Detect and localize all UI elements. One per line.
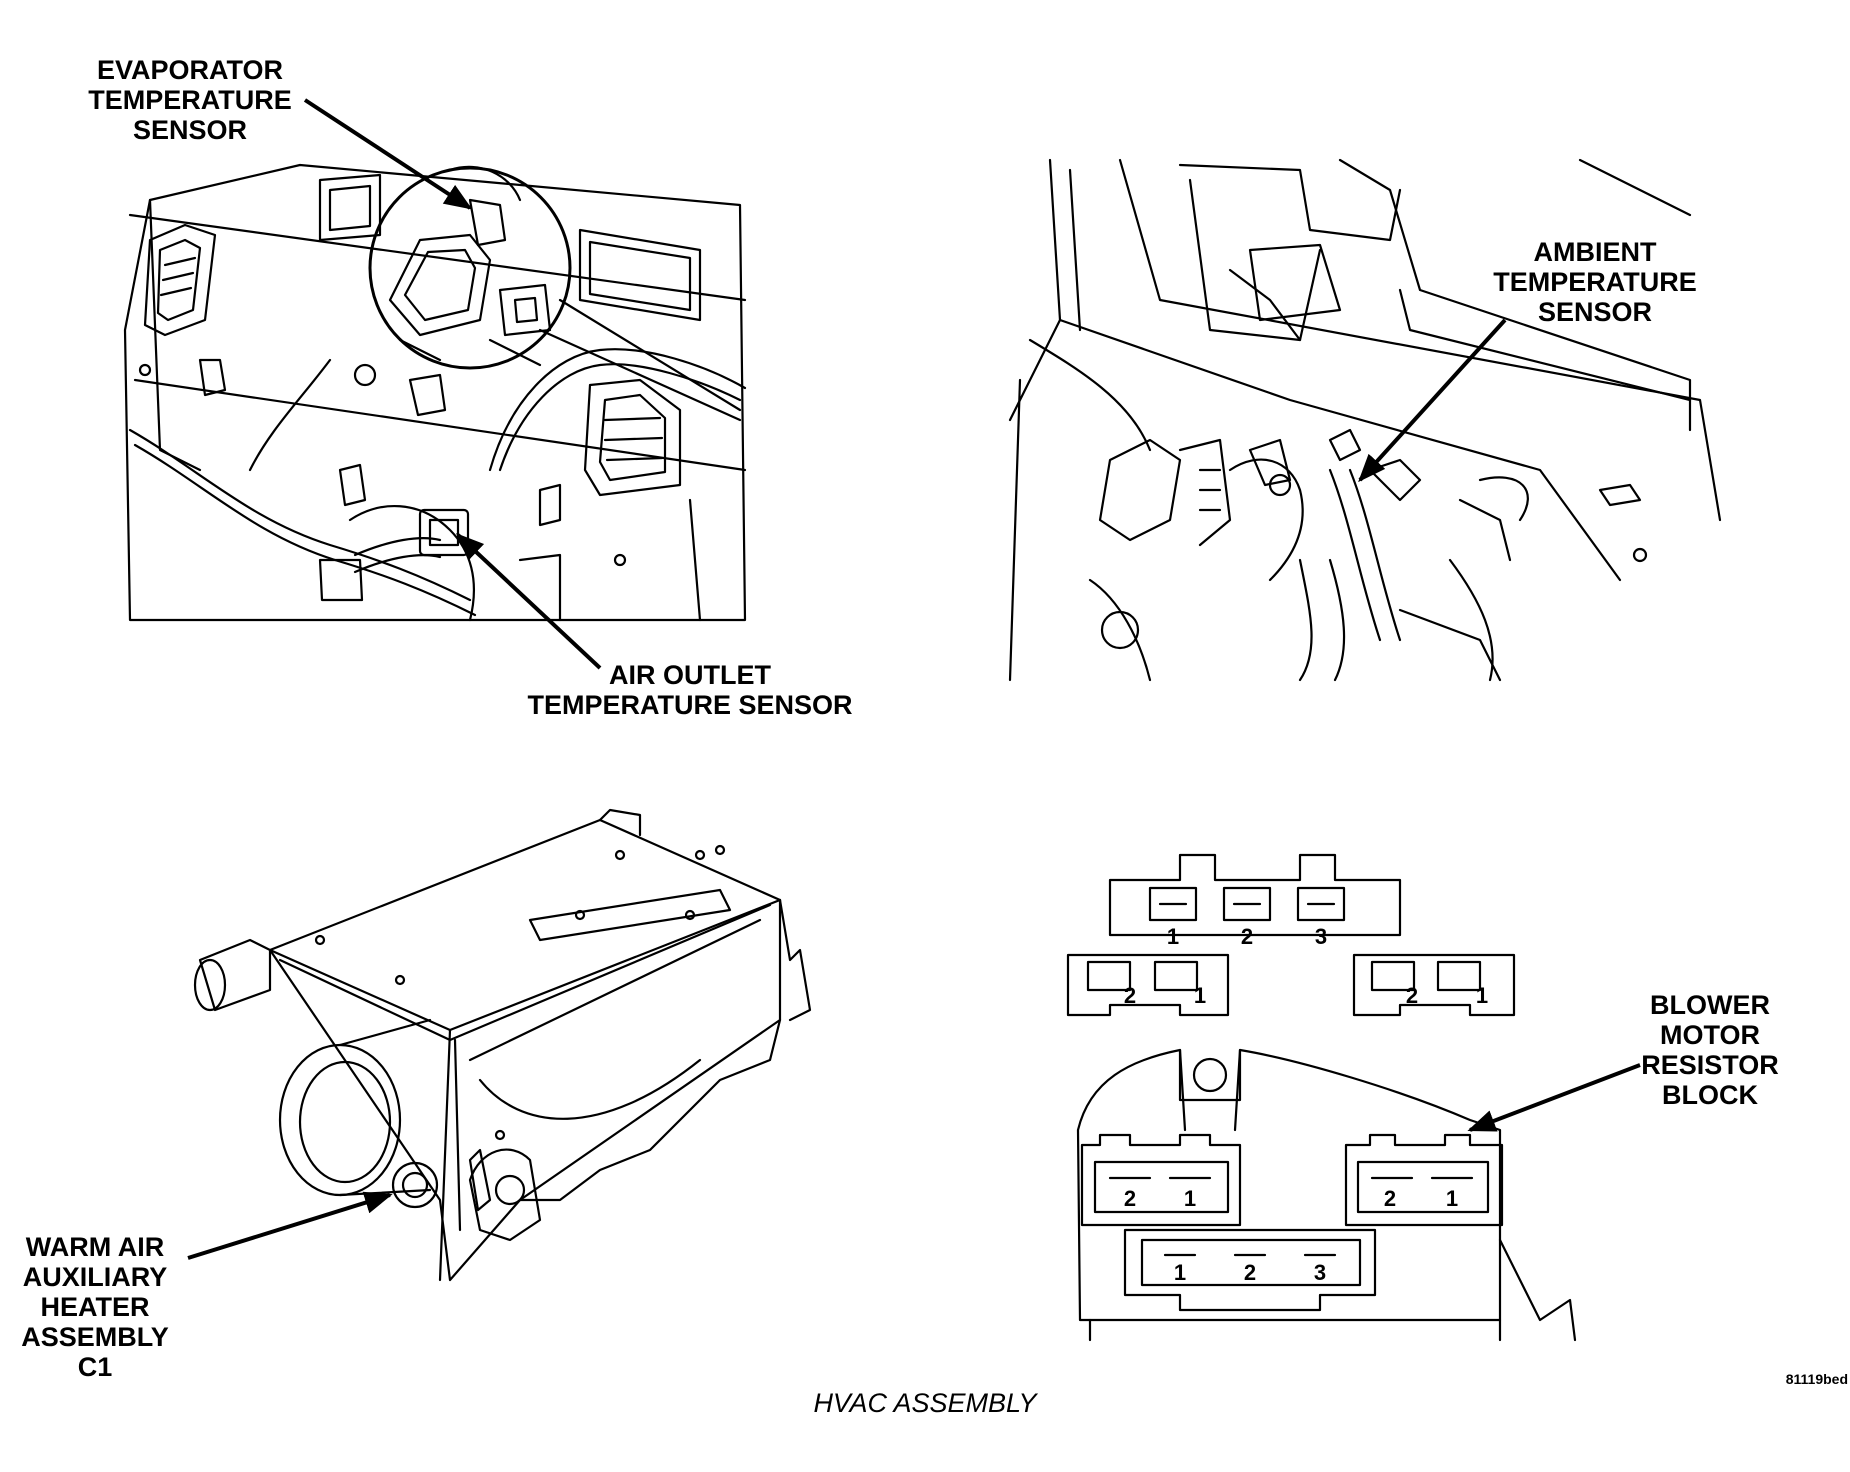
resistor-block-drawing xyxy=(1066,853,1577,1342)
dash-panel-drawing xyxy=(123,163,747,622)
pin-block-right-2: 2 xyxy=(1384,1186,1396,1211)
arrow-ambient xyxy=(1358,318,1507,483)
pin-small-left-2: 2 xyxy=(1124,983,1136,1008)
arrow-evaporator xyxy=(303,98,473,210)
label-blower-resistor-block: BLOWER MOTOR RESISTOR BLOCK xyxy=(1641,990,1779,1110)
pin-small-left-1: 1 xyxy=(1194,983,1206,1008)
pin-block-bottom-1: 1 xyxy=(1174,1260,1186,1285)
label-ambient-sensor: AMBIENT TEMPERATURE SENSOR xyxy=(1493,237,1697,327)
label-evaporator-sensor: EVAPORATOR TEMPERATURE SENSOR xyxy=(88,55,292,145)
pin-block-bottom-2: 2 xyxy=(1244,1260,1256,1285)
ambient-area-drawing xyxy=(1008,158,1722,682)
pin-small-right-1: 1 xyxy=(1476,983,1488,1008)
pin-block-left-2: 2 xyxy=(1124,1186,1136,1211)
arrow-heater xyxy=(187,1191,393,1260)
label-warm-air-heater: WARM AIR AUXILIARY HEATER ASSEMBLY C1 xyxy=(21,1232,169,1382)
figure-code: 81119bed xyxy=(1785,1371,1848,1387)
figure-caption: HVAC ASSEMBLY xyxy=(813,1388,1037,1418)
pin-top-3: 3 xyxy=(1315,924,1327,949)
label-air-outlet-sensor: AIR OUTLET TEMPERATURE SENSOR xyxy=(527,660,853,720)
heater-assembly-drawing xyxy=(193,808,812,1282)
pin-block-bottom-3: 3 xyxy=(1314,1260,1326,1285)
pin-top-1: 1 xyxy=(1167,924,1179,949)
pin-top-2: 2 xyxy=(1241,924,1253,949)
leader-arrows xyxy=(187,98,1641,1260)
pin-block-right-1: 1 xyxy=(1446,1186,1458,1211)
arrow-blower xyxy=(1467,1063,1641,1132)
pin-block-left-1: 1 xyxy=(1184,1186,1196,1211)
pin-small-right-2: 2 xyxy=(1406,983,1418,1008)
arrow-air-outlet xyxy=(455,533,602,670)
